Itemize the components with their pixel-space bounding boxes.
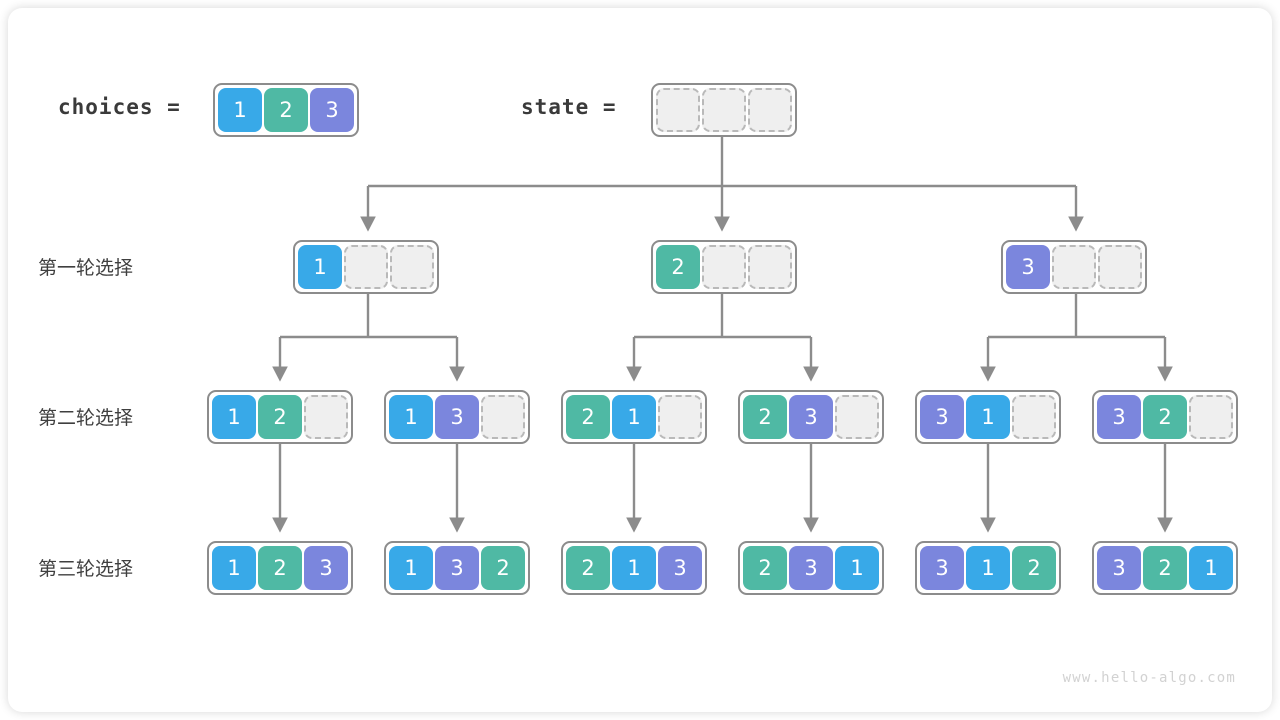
choices-label: choices =	[58, 95, 181, 119]
array-cell-empty	[702, 88, 746, 132]
array-cell-filled-3: 3	[1097, 395, 1141, 439]
array-cell-filled-2: 2	[258, 395, 302, 439]
array-cell-filled-3: 3	[304, 546, 348, 590]
state-array	[651, 83, 797, 137]
array-cell-filled-1: 1	[212, 395, 256, 439]
array-cell-empty	[1012, 395, 1056, 439]
array-cell-empty	[835, 395, 879, 439]
array-cell-filled-2: 2	[481, 546, 525, 590]
array-cell-filled-1: 1	[966, 395, 1010, 439]
array-cell-empty	[1189, 395, 1233, 439]
array-cell-filled-3: 3	[435, 546, 479, 590]
array-cell-filled-2: 2	[1143, 546, 1187, 590]
array-cell-filled-1: 1	[218, 88, 262, 132]
array-cell-filled-1: 1	[389, 546, 433, 590]
array-cell-filled-3: 3	[310, 88, 354, 132]
array-cell-filled-2: 2	[258, 546, 302, 590]
array-cell-filled-3: 3	[658, 546, 702, 590]
array-cell-filled-1: 1	[1189, 546, 1233, 590]
array-cell-filled-1: 1	[298, 245, 342, 289]
row-label-2: 第二轮选择	[38, 407, 134, 429]
array-cell-empty	[748, 88, 792, 132]
array-cell-filled-2: 2	[566, 395, 610, 439]
array-cell-empty	[1098, 245, 1142, 289]
state-node-r1-n2: 2	[651, 240, 797, 294]
state-node-r1-n3: 3	[1001, 240, 1147, 294]
array-cell-filled-3: 3	[920, 546, 964, 590]
array-cell-filled-2: 2	[656, 245, 700, 289]
state-node-r1-n1: 1	[293, 240, 439, 294]
array-cell-empty	[390, 245, 434, 289]
array-cell-empty	[658, 395, 702, 439]
array-cell-empty	[344, 245, 388, 289]
array-cell-empty	[702, 245, 746, 289]
array-cell-filled-1: 1	[966, 546, 1010, 590]
array-cell-empty	[656, 88, 700, 132]
array-cell-filled-2: 2	[743, 546, 787, 590]
array-cell-filled-1: 1	[835, 546, 879, 590]
array-cell-empty	[481, 395, 525, 439]
array-cell-filled-2: 2	[743, 395, 787, 439]
array-cell-empty	[304, 395, 348, 439]
array-cell-filled-3: 3	[435, 395, 479, 439]
array-cell-filled-2: 2	[566, 546, 610, 590]
array-cell-filled-1: 1	[612, 546, 656, 590]
state-label: state =	[521, 95, 617, 119]
array-cell-filled-1: 1	[212, 546, 256, 590]
array-cell-filled-1: 1	[389, 395, 433, 439]
array-cell-empty	[748, 245, 792, 289]
array-cell-filled-3: 3	[1006, 245, 1050, 289]
array-cell-filled-3: 3	[789, 546, 833, 590]
array-cell-empty	[1052, 245, 1096, 289]
array-cell-filled-3: 3	[1097, 546, 1141, 590]
array-cell-filled-3: 3	[920, 395, 964, 439]
array-cell-filled-3: 3	[789, 395, 833, 439]
row-label-3: 第三轮选择	[38, 558, 134, 580]
watermark: www.hello-algo.com	[1062, 670, 1236, 686]
array-cell-filled-1: 1	[612, 395, 656, 439]
array-cell-filled-2: 2	[264, 88, 308, 132]
row-label-1: 第一轮选择	[38, 257, 134, 279]
array-cell-filled-2: 2	[1143, 395, 1187, 439]
array-cell-filled-2: 2	[1012, 546, 1056, 590]
